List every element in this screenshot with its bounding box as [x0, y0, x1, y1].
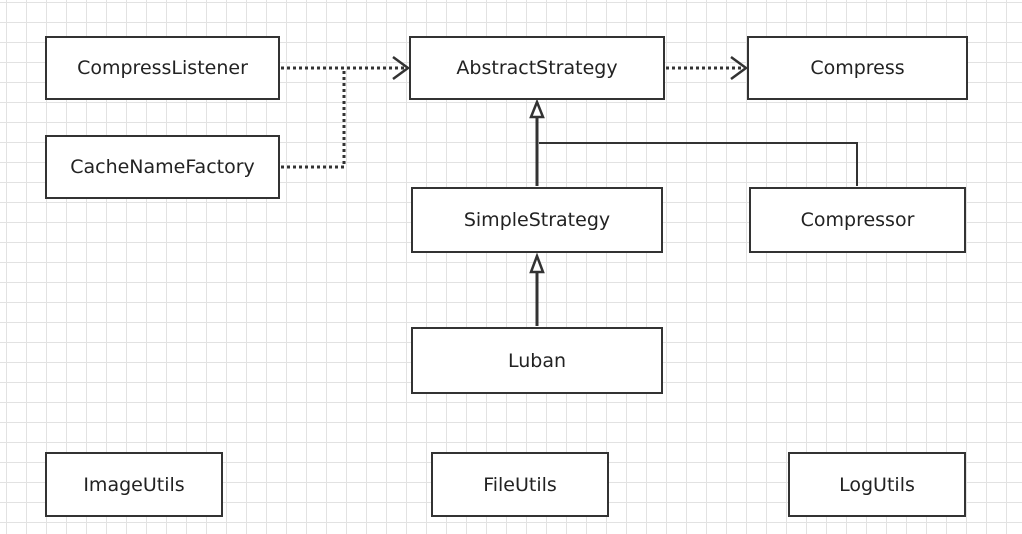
hollow-triangle-arrowhead-icon — [529, 252, 545, 274]
node-label: ImageUtils — [83, 473, 185, 496]
node-label: CompressListener — [77, 57, 248, 79]
node-abstract-strategy: AbstractStrategy — [409, 36, 665, 100]
node-label: CacheNameFactory — [70, 156, 255, 178]
node-label: AbstractStrategy — [456, 57, 618, 79]
node-luban: Luban — [411, 327, 663, 394]
node-label: LogUtils — [839, 473, 915, 496]
open-arrowhead-icon — [730, 55, 749, 81]
edge-compressor-to-abstract-strategy — [539, 142, 858, 186]
node-compressor: Compressor — [749, 187, 966, 253]
node-simple-strategy: SimpleStrategy — [411, 187, 663, 253]
hollow-triangle-arrowhead-icon — [529, 98, 545, 119]
edge-cache-name-factory-to-abstract-strategy — [281, 68, 346, 169]
node-compress-listener: CompressListener — [45, 36, 280, 100]
node-file-utils: FileUtils — [431, 452, 609, 517]
node-label: SimpleStrategy — [463, 209, 611, 231]
node-log-utils: LogUtils — [788, 452, 966, 517]
node-compress: Compress — [747, 36, 968, 100]
node-label: Luban — [507, 349, 567, 372]
node-image-utils: ImageUtils — [45, 452, 223, 517]
node-label: Compress — [810, 57, 905, 79]
node-label: Compressor — [800, 209, 915, 231]
node-cache-name-factory: CacheNameFactory — [45, 135, 280, 199]
open-arrowhead-icon — [392, 55, 411, 81]
node-label: FileUtils — [483, 473, 557, 496]
